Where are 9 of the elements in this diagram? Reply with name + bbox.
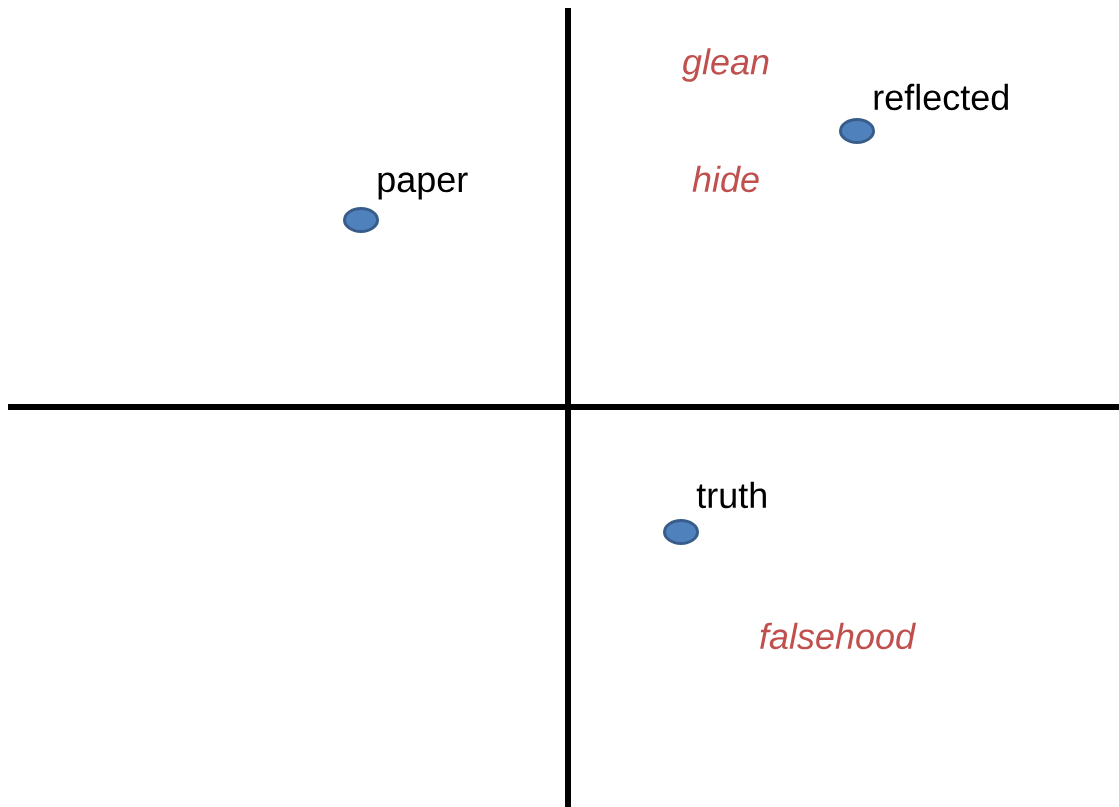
point-label: paper bbox=[378, 172, 468, 200]
word-label: hide bbox=[692, 165, 759, 193]
word-label: falsehood bbox=[760, 622, 916, 650]
word-label: glean bbox=[682, 48, 769, 82]
data-point bbox=[343, 207, 379, 233]
point-label: reflected bbox=[874, 83, 1008, 111]
data-point bbox=[663, 519, 699, 545]
point-label: truth bbox=[696, 481, 766, 509]
data-point bbox=[839, 118, 875, 144]
